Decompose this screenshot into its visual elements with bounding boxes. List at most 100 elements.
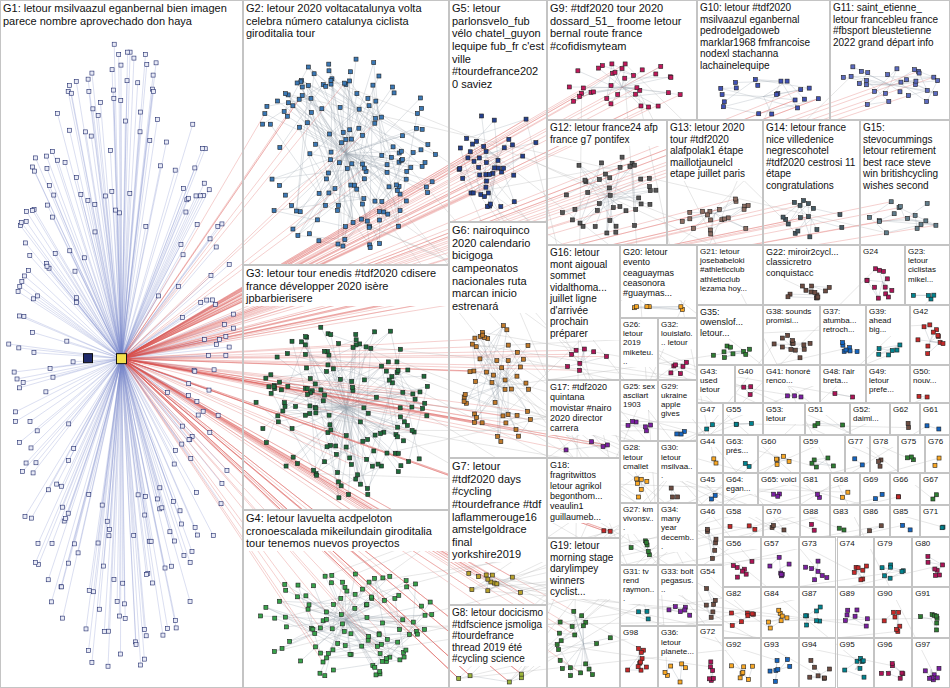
network-link <box>20 359 122 443</box>
vertex-marker <box>405 169 409 173</box>
vertex-marker <box>73 269 77 273</box>
vertex-marker <box>136 81 140 85</box>
vertex-marker <box>173 539 177 543</box>
vertex-marker <box>264 441 268 445</box>
vertex-marker <box>180 424 184 428</box>
vertex-marker <box>399 149 403 153</box>
vertex-marker <box>75 301 79 305</box>
network-link <box>580 178 649 223</box>
vertex-marker <box>26 268 30 272</box>
vertex-marker <box>46 488 50 492</box>
network-link <box>122 359 472 590</box>
vertex-marker <box>413 397 417 401</box>
vertex-marker <box>407 460 411 464</box>
vertex-marker <box>264 376 268 380</box>
vertex-marker <box>322 349 326 353</box>
vertex-marker <box>214 342 218 346</box>
vertex-marker <box>49 600 53 604</box>
vertex-marker <box>325 369 329 373</box>
vertex-marker <box>64 516 68 520</box>
network-link <box>31 359 121 518</box>
vertex-marker <box>373 121 377 125</box>
vertex-marker <box>205 298 209 302</box>
vertex-marker <box>300 85 304 89</box>
vertex-marker <box>355 92 359 96</box>
vertex-marker <box>119 63 123 67</box>
network-link <box>122 208 900 359</box>
network-link <box>122 359 459 679</box>
vertex-marker <box>151 90 155 94</box>
vertex-marker <box>308 412 312 416</box>
vertex-marker <box>102 629 106 633</box>
vertex-marker <box>329 78 333 82</box>
vertex-marker <box>90 660 94 664</box>
network-link <box>325 591 347 676</box>
vertex-marker <box>285 352 289 356</box>
network-link <box>302 81 407 201</box>
network-link <box>845 670 864 677</box>
vertex-marker <box>207 188 211 192</box>
vertex-marker <box>411 151 415 155</box>
vertex-marker <box>201 409 205 413</box>
network-link <box>122 359 418 635</box>
vertex-marker <box>276 420 280 424</box>
vertex-marker <box>59 585 63 589</box>
network-link <box>15 359 121 422</box>
vertex-marker <box>334 452 338 456</box>
network-link <box>112 70 121 359</box>
vertex-marker <box>414 126 418 130</box>
vertex-marker <box>216 225 220 229</box>
network-link <box>122 205 801 358</box>
network-link <box>562 190 655 212</box>
vertex-marker <box>24 220 28 224</box>
network-link <box>859 84 890 85</box>
vertex-marker <box>275 355 279 359</box>
network-link <box>298 597 346 620</box>
vertex-marker <box>188 599 192 603</box>
vertex-marker <box>340 141 344 145</box>
vertex-marker <box>93 230 97 234</box>
network-link <box>346 153 402 159</box>
vertex-marker <box>193 166 197 170</box>
vertex-marker <box>79 193 83 197</box>
vertex-marker <box>108 149 112 153</box>
vertex-marker <box>419 148 423 152</box>
vertex-marker <box>151 73 155 77</box>
vertex-marker <box>69 91 73 95</box>
network-link <box>301 620 346 661</box>
network-link <box>69 359 122 424</box>
vertex-marker <box>368 246 372 250</box>
vertex-marker <box>306 65 310 69</box>
network-link <box>356 345 839 528</box>
vertex-marker <box>72 447 76 451</box>
vertex-marker <box>194 194 198 198</box>
network-link <box>464 386 498 401</box>
network-link <box>122 359 126 619</box>
vertex-marker <box>139 663 143 667</box>
vertex-marker <box>348 70 352 74</box>
vertex-marker <box>343 238 347 242</box>
network-link <box>122 95 681 359</box>
network-link <box>122 359 191 563</box>
network-link <box>285 94 886 233</box>
vertex-marker <box>279 388 283 392</box>
vertex-marker <box>336 480 340 484</box>
vertex-marker <box>28 419 32 423</box>
network-link <box>122 100 796 359</box>
vertex-marker <box>125 79 129 83</box>
network-link <box>38 296 122 359</box>
vertex-marker <box>281 409 285 413</box>
network-link <box>122 359 575 635</box>
network-link <box>122 359 352 465</box>
vertex-marker <box>18 440 22 444</box>
network-link <box>302 96 350 130</box>
vertex-marker <box>276 414 280 418</box>
network-link <box>275 618 315 633</box>
network-link <box>39 359 122 565</box>
vertex-marker <box>186 393 190 397</box>
vertex-marker <box>110 190 114 194</box>
vertex-marker <box>145 62 149 66</box>
vertex-marker <box>219 502 223 506</box>
vertex-marker <box>168 530 172 534</box>
network-link <box>122 99 607 359</box>
